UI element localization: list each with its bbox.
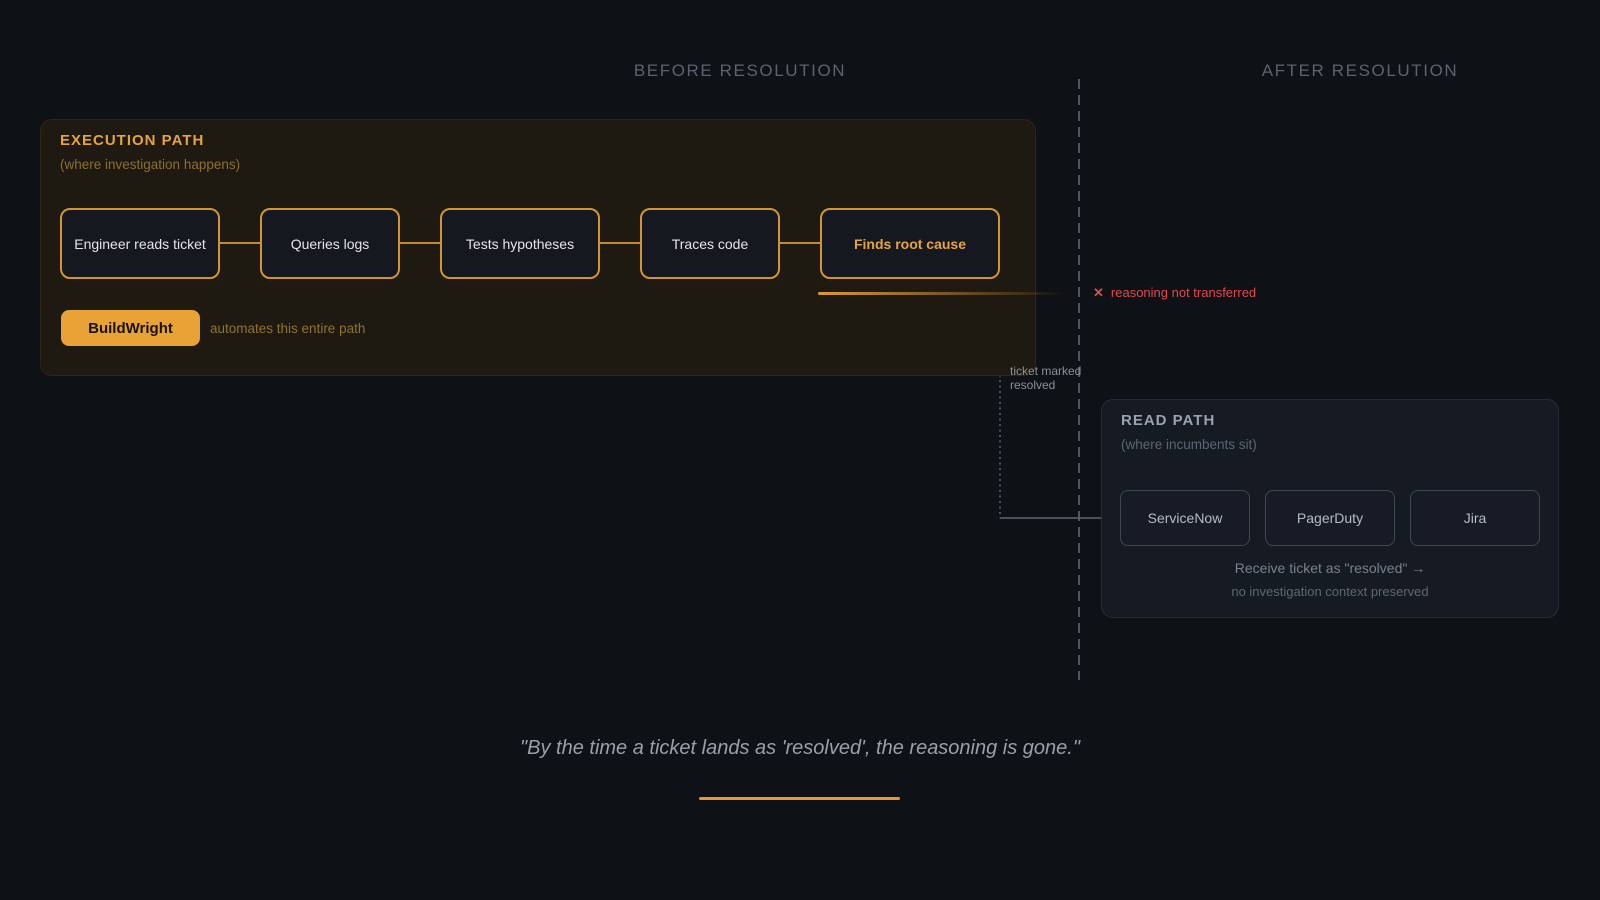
reasoning-not-transferred-note: ✕ reasoning not transferred bbox=[1093, 285, 1256, 300]
ticket-marked-resolved-note: ticket marked resolved bbox=[1010, 364, 1082, 392]
before-resolution-header: BEFORE RESOLUTION bbox=[633, 61, 847, 80]
buildwright-description: automates this entire path bbox=[210, 321, 366, 336]
flow-step-traces-code: Traces code bbox=[640, 208, 780, 279]
flow-step-queries-logs: Queries logs bbox=[260, 208, 400, 279]
execution-path-subtitle: (where investigation happens) bbox=[60, 157, 241, 172]
read-path-title: READ PATH bbox=[1121, 412, 1216, 429]
flow-connector bbox=[220, 242, 260, 244]
quote-underline bbox=[699, 797, 900, 800]
ticket-marked-line2: resolved bbox=[1010, 377, 1056, 392]
buildwright-badge: BuildWright bbox=[61, 310, 200, 346]
bottom-quote: "By the time a ticket lands as 'resolved… bbox=[520, 737, 1080, 759]
reasoning-not-transferred-label: reasoning not transferred bbox=[1110, 285, 1257, 300]
flow-connector bbox=[400, 242, 440, 244]
tool-box-pagerduty: PagerDuty bbox=[1265, 490, 1395, 546]
flow-step-tests-hypotheses: Tests hypotheses bbox=[440, 208, 600, 279]
flow-step-finds-root-cause: Finds root cause bbox=[820, 208, 1000, 279]
flow-connector bbox=[780, 242, 820, 244]
x-icon: ✕ bbox=[1093, 285, 1104, 300]
flow-step-engineer-reads-ticket: Engineer reads ticket bbox=[60, 208, 220, 279]
ticket-marked-line1: ticket marked bbox=[1010, 364, 1082, 378]
no-context-line: no investigation context preserved bbox=[1231, 584, 1429, 599]
receive-ticket-line: Receive ticket as "resolved" → bbox=[1234, 560, 1426, 576]
tool-box-servicenow: ServiceNow bbox=[1120, 490, 1250, 546]
after-resolution-header: AFTER RESOLUTION bbox=[1261, 61, 1459, 80]
read-path-subtitle: (where incumbents sit) bbox=[1121, 437, 1257, 452]
root-cause-fade-line bbox=[818, 292, 1065, 295]
execution-path-title: EXECUTION PATH bbox=[60, 132, 205, 149]
tool-box-jira: Jira bbox=[1410, 490, 1540, 546]
flow-connector bbox=[600, 242, 640, 244]
